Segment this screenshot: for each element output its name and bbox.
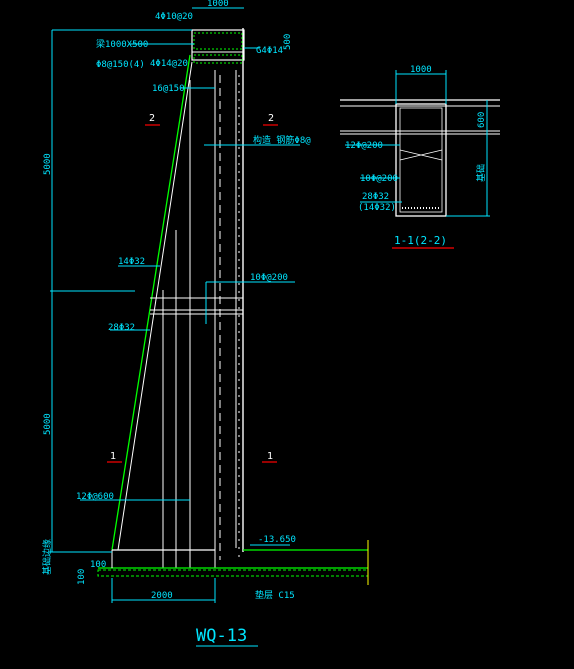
section-r4: (14Φ32) <box>358 203 396 213</box>
section-title: 1-1(2-2) <box>394 234 447 247</box>
section-markers: 2 2 1 1 <box>107 113 278 463</box>
beam-hatch-2 <box>193 54 243 64</box>
wall-elevation <box>97 28 369 585</box>
section-height: 600 <box>477 112 487 128</box>
top-beam <box>191 29 245 61</box>
label-toe: 100 <box>90 560 106 570</box>
label-lower-height: 5000 <box>43 413 53 435</box>
label-base-width: 2000 <box>151 591 173 601</box>
label-level: -13.650 <box>258 535 296 545</box>
wall-slope-line <box>111 54 191 551</box>
section-outline <box>395 103 447 217</box>
top-hatch <box>193 32 243 50</box>
label-base-edge: 基础边缘 <box>41 539 53 575</box>
section-r2: 10Φ@200 <box>360 174 398 184</box>
label-base-thickness: 100 <box>77 569 87 585</box>
label-cushion: 垫层 C15 <box>255 589 295 601</box>
drawing-title: WQ-13 <box>196 626 247 646</box>
wall-slope-inner <box>117 61 193 551</box>
label-stirrup-16: 16@150 <box>152 84 185 94</box>
section-2-left: 2 <box>149 113 155 124</box>
label-upper-height: 5000 <box>43 153 53 175</box>
section-length: 基础 <box>475 164 487 182</box>
cushion-hatch <box>97 569 369 577</box>
section-inner <box>399 107 443 213</box>
label-beam-bottom: 4Φ14@20 <box>150 59 188 69</box>
section-1-left: 1 <box>110 451 116 462</box>
label-500: 500 <box>283 34 293 50</box>
elevation-labels: 1000 4Φ10@20 梁1000X500 Φ8@150(4) 4Φ14@20… <box>41 0 311 601</box>
label-tie: 构造 钢筋Φ8@ <box>253 134 311 146</box>
label-beam-stirrup: Φ8@150(4) <box>96 60 145 70</box>
label-top-width: 1000 <box>207 0 229 9</box>
section-r3: 28Φ32 <box>362 192 389 202</box>
section-width: 1000 <box>410 65 432 75</box>
label-beam-size: 梁1000X500 <box>96 38 148 50</box>
section-r1: 12Φ@200 <box>345 141 383 151</box>
section-view: 1000 600 基础 12Φ@200 10Φ@200 28Φ32 (14Φ32… <box>340 65 500 249</box>
dimensions <box>48 7 300 603</box>
label-10phi200: 10Φ@200 <box>250 273 288 283</box>
section-tie-2 <box>399 149 443 161</box>
section-2-right: 2 <box>268 113 274 124</box>
label-28phi32: 28Φ32 <box>108 323 135 333</box>
label-12phi600: 12Φ@600 <box>76 492 114 502</box>
label-top-bars: 4Φ10@20 <box>155 12 193 22</box>
label-g414: G4Φ14 <box>256 46 283 56</box>
label-14phi32: 14Φ32 <box>118 257 145 267</box>
section-1-right: 1 <box>267 451 273 462</box>
